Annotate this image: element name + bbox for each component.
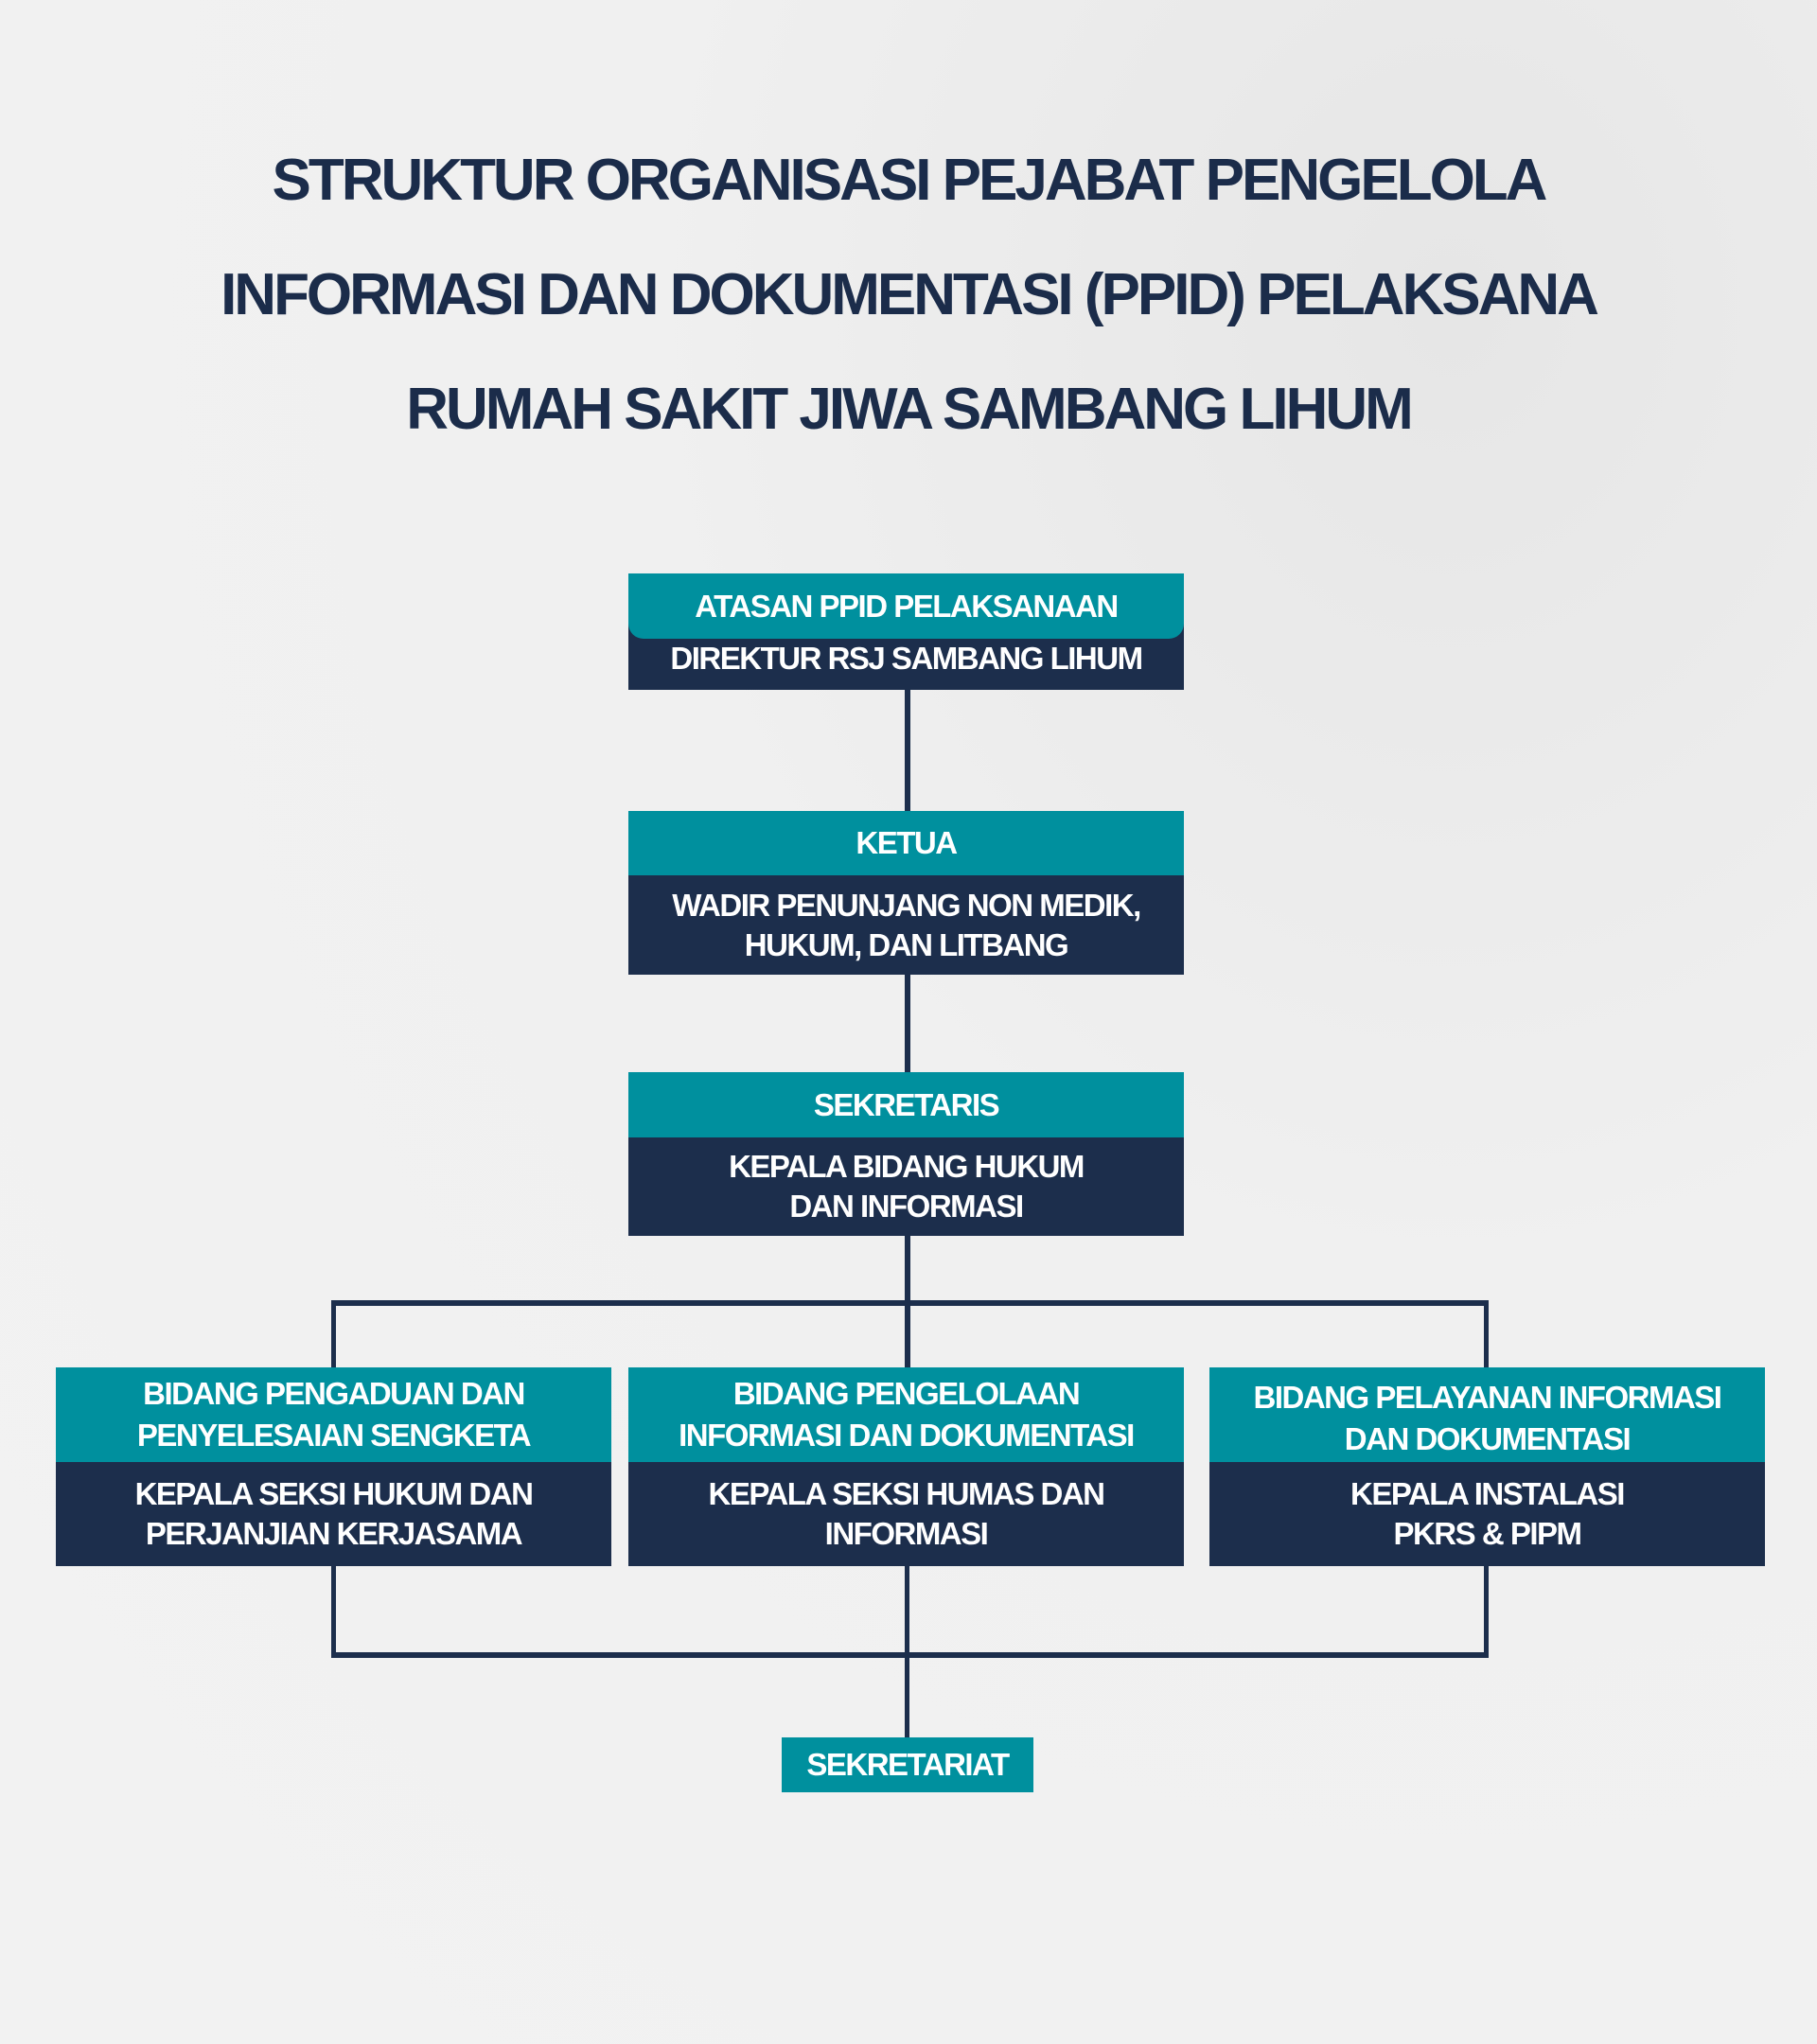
title-line-2: INFORMASI DAN DOKUMENTASI (PPID) PELAKSA… [221,262,1599,327]
node-bidang-holder: KEPALA SEKSI HUMAS DAN INFORMASI [628,1462,1184,1566]
node-sekretaris-holder: KEPALA BIDANG HUKUM DAN INFORMASI [628,1137,1184,1236]
connector-ketua-sekretaris [905,975,910,1072]
title-line-3: RUMAH SAKIT JIWA SAMBANG LIHUM [406,377,1414,442]
node-sekretaris: SEKRETARIS KEPALA BIDANG HUKUM DAN INFOR… [628,1072,1184,1236]
node-bidang-role: BIDANG PENGELOLAAN INFORMASI DAN DOKUMEN… [628,1367,1184,1462]
node-sekretaris-role: SEKRETARIS [813,1086,1000,1122]
holder-line2: INFORMASI [824,1516,989,1551]
node-sekretariat-role: SEKRETARIAT [806,1747,1010,1782]
branch-top-horizontal [331,1300,1489,1306]
node-ketua-holder: WADIR PENUNJANG NON MEDIK, HUKUM, DAN LI… [628,875,1184,975]
node-atasan-holder: DIREKTUR RSJ SAMBANG LIHUM [670,641,1143,676]
node-bidang-pengaduan: BIDANG PENGADUAN DAN PENYELESAIAN SENGKE… [56,1367,611,1566]
role-line1: BIDANG PENGELOLAAN [732,1376,1081,1411]
node-ketua-holder-line2: HUKUM, DAN LITBANG [744,926,1069,962]
role-line1: BIDANG PELAYANAN INFORMASI [1253,1380,1722,1415]
role-line2: PENYELESAIAN SENGKETA [136,1418,532,1453]
holder-line1: KEPALA SEKSI HUMAS DAN [708,1476,1105,1511]
branch-right-bottom [1484,1566,1489,1658]
node-atasan-role-bg: ATASAN PPID PELAKSANAAN [628,573,1184,639]
node-ketua: KETUA WADIR PENUNJANG NON MEDIK, HUKUM, … [628,811,1184,975]
branch-mid-bottom [905,1566,909,1737]
branch-right-top [1484,1300,1489,1367]
role-line2: INFORMASI DAN DOKUMENTASI [679,1418,1135,1453]
node-ketua-role-bg: KETUA [628,811,1184,875]
holder-line1: KEPALA INSTALASI [1350,1476,1625,1511]
node-bidang-role: BIDANG PELAYANAN INFORMASI DAN DOKUMENTA… [1209,1367,1765,1462]
node-bidang-holder: KEPALA SEKSI HUKUM DAN PERJANJIAN KERJAS… [56,1462,611,1566]
role-line1: BIDANG PENGADUAN DAN [143,1376,525,1411]
holder-line2: PKRS & PIPM [1393,1516,1582,1551]
connector-atasan-ketua [905,690,910,811]
node-sekretaris-holder-line1: KEPALA BIDANG HUKUM [729,1149,1085,1184]
node-ketua-holder-line1: WADIR PENUNJANG NON MEDIK, [672,887,1141,923]
node-sekretaris-role-bg: SEKRETARIS [628,1072,1184,1137]
node-ketua-role: KETUA [856,825,958,860]
holder-line1: KEPALA SEKSI HUKUM DAN [134,1476,534,1511]
node-atasan-role: ATASAN PPID PELAKSANAAN [695,588,1119,624]
node-bidang-role: BIDANG PENGADUAN DAN PENYELESAIAN SENGKE… [56,1367,611,1462]
node-bidang-holder: KEPALA INSTALASI PKRS & PIPM [1209,1462,1765,1566]
holder-line2: PERJANJIAN KERJASAMA [145,1516,523,1551]
node-bidang-pengelolaan: BIDANG PENGELOLAAN INFORMASI DAN DOKUMEN… [628,1367,1184,1566]
node-sekretaris-holder-line2: DAN INFORMASI [789,1189,1024,1224]
title-line-1: STRUKTUR ORGANISASI PEJABAT PENGELOLA [272,148,1548,213]
role-line2: DAN DOKUMENTASI [1344,1421,1632,1456]
node-atasan: DIREKTUR RSJ SAMBANG LIHUM ATASAN PPID P… [628,573,1184,690]
node-sekretariat: SEKRETARIAT [782,1737,1033,1792]
node-bidang-pelayanan: BIDANG PELAYANAN INFORMASI DAN DOKUMENTA… [1209,1367,1765,1566]
branch-left-top [331,1300,336,1367]
branch-left-bottom [331,1566,336,1658]
branch-bottom-horizontal [331,1652,1489,1658]
page-title: STRUKTUR ORGANISASI PEJABAT PENGELOLA IN… [151,123,1666,467]
